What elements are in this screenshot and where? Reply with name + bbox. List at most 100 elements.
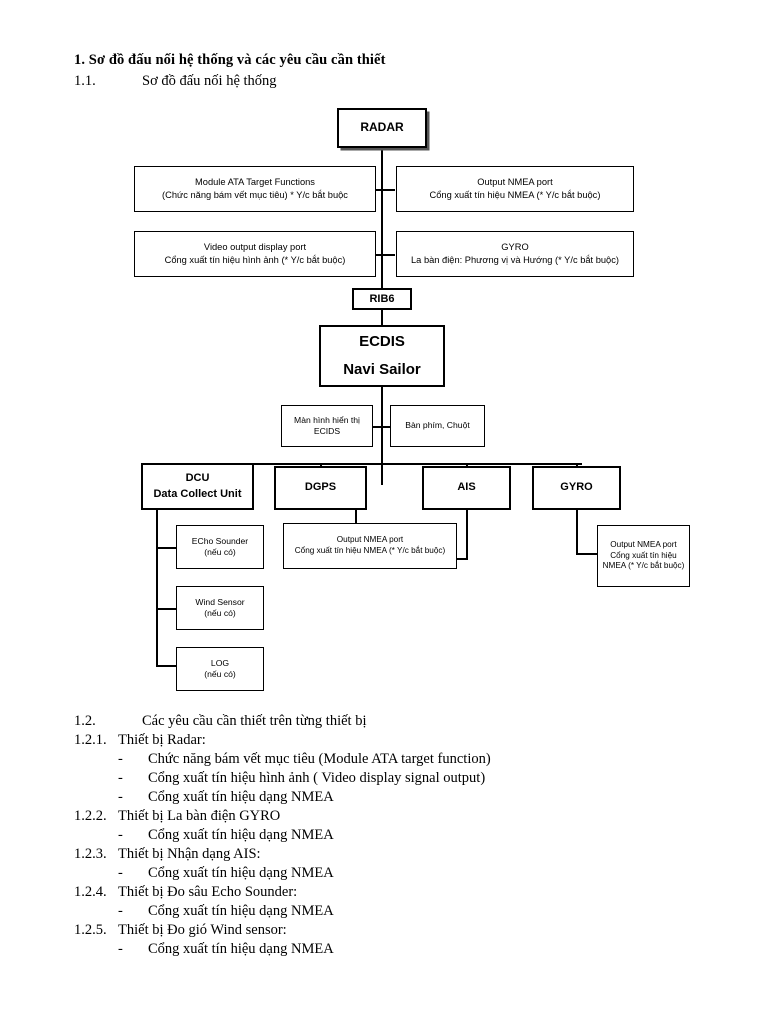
list-item: - Cổng xuất tín hiệu dạng NMEA <box>118 827 334 844</box>
node-video-output-title: Video output display port <box>203 242 307 253</box>
node-dcu-title: DCU <box>185 472 210 485</box>
node-radar-label: RADAR <box>360 120 404 135</box>
node-radar-nmea-port[interactable]: Output NMEA port Cổng xuất tín hiệu NMEA… <box>396 166 634 212</box>
requirement-bullet-3-0: Cổng xuất tín hiệu dạng NMEA <box>148 903 334 919</box>
node-ata-module[interactable]: Module ATA Target Functions (Chức năng b… <box>134 166 376 212</box>
node-gyro-nmea-title: Output NMEA port <box>610 539 677 549</box>
requirement-bullet-0-1: Cổng xuất tín hiệu hình ảnh ( Video disp… <box>148 770 486 786</box>
node-radar[interactable]: RADAR <box>337 108 427 148</box>
node-ecdis-display[interactable]: Màn hình hiển thị ECIDS <box>281 405 373 447</box>
node-ecdis-display-title: Màn hình hiển thị <box>294 414 360 425</box>
subsection-1-2-number: 1.2. <box>74 713 96 729</box>
connector-stub-display <box>373 426 383 428</box>
connector-stub-gyro-top <box>381 254 395 256</box>
requirement-number-2: 1.2.3. <box>74 846 107 862</box>
list-item: -Cổng xuất tín hiệu dạng NMEA <box>118 941 334 958</box>
requirement-bullet-1-0: Cổng xuất tín hiệu dạng NMEA <box>148 827 334 843</box>
node-radar-nmea-title: Output NMEA port <box>477 177 553 188</box>
node-dgps-nmea-subtitle: Cổng xuất tín hiệu NMEA (* Y/c bắt buộc) <box>294 546 446 555</box>
connector-ais-down <box>466 510 468 559</box>
requirement-label-4: Thiết bị Đo gió Wind sensor: <box>118 922 287 938</box>
node-wind-sensor-subtitle: (nếu có) <box>204 608 236 618</box>
node-video-output-subtitle: Cổng xuất tín hiệu hình ảnh (* Y/c bắt b… <box>164 255 346 265</box>
list-item: - Cổng xuất tín hiệu dạng NMEA <box>118 789 334 806</box>
node-gyro-nmea-subtitle: Cổng xuất tín hiệu NMEA (* Y/c bắt buộc) <box>602 550 685 571</box>
node-dgps-nmea-port[interactable]: Output NMEA port Cổng xuất tín hiệu NMEA… <box>283 523 457 569</box>
connector-device-bus <box>160 463 582 465</box>
connector-stub-echo-sounder <box>156 547 178 549</box>
connector-stub-keyboard <box>381 426 394 428</box>
node-gyro-top-subtitle: La bàn điện: Phương vị và Hướng (* Y/c b… <box>411 255 619 265</box>
requirement-number-0: 1.2.1. <box>74 732 107 748</box>
connector-dcu-spine <box>156 486 158 667</box>
list-item: -Cổng xuất tín hiệu dạng NMEA <box>118 865 334 882</box>
subsection-1-1: 1.1. Sơ đồ đấu nối hệ thống <box>74 73 277 90</box>
node-ata-module-title: Module ATA Target Functions <box>195 177 315 188</box>
node-log[interactable]: LOG (nếu có) <box>176 647 264 691</box>
subsection-1-2: 1.2. Các yêu cầu cần thiết trên từng thiế… <box>74 713 366 730</box>
node-ais[interactable]: AIS <box>422 466 511 510</box>
list-item: - Cổng xuất tín hiệu dạng NMEA <box>118 903 334 920</box>
requirement-title-3: 1.2.4. Thiết bị Đo sâu Echo Sounder: <box>74 884 297 901</box>
requirement-label-0: Thiết bị Radar: <box>118 732 206 748</box>
node-echo-sounder-subtitle: (nếu có) <box>204 547 236 557</box>
node-echo-sounder-title: ECho Sounder <box>191 535 249 546</box>
node-ecdis-title: ECDIS <box>359 332 405 350</box>
connector-stub-video <box>371 254 383 256</box>
connector-gyro-down <box>576 510 578 555</box>
node-dgps-label: DGPS <box>304 481 337 494</box>
requirement-number-3: 1.2.4. <box>74 884 107 900</box>
node-keyboard-mouse-label: Bàn phím, Chuột <box>405 420 470 431</box>
node-dcu[interactable]: DCU Data Collect Unit <box>141 463 254 510</box>
connector-ecdis-down <box>381 385 383 485</box>
bullet-marker: - <box>118 941 123 957</box>
bullet-marker: - <box>118 789 123 805</box>
node-radar-nmea-subtitle: Cổng xuất tín hiệu NMEA (* Y/c bắt buộc) <box>429 190 601 200</box>
requirement-label-3: Thiết bị Đo sâu Echo Sounder: <box>118 884 298 900</box>
node-ecdis-display-subtitle: ECIDS <box>313 426 341 436</box>
connector-gyro-elbow <box>576 553 598 555</box>
connector-stub-log <box>156 665 178 667</box>
bullet-marker: - <box>118 770 123 786</box>
requirement-title-4: 1.2.5. Thiết bị Đo gió Wind sensor: <box>74 922 287 939</box>
node-dgps[interactable]: DGPS <box>274 466 367 510</box>
subsection-1-1-number: 1.1. <box>74 73 96 89</box>
node-ais-label: AIS <box>457 481 476 494</box>
node-gyro-top[interactable]: GYRO La bàn điện: Phương vị và Hướng (* … <box>396 231 634 277</box>
connector-ais-elbow <box>456 558 468 560</box>
page-title: 1. Sơ đồ đấu nối hệ thống và các yêu cầu… <box>74 52 386 68</box>
node-wind-sensor-title: Wind Sensor <box>195 596 245 607</box>
requirement-bullet-0-2: Cổng xuất tín hiệu dạng NMEA <box>148 789 334 805</box>
node-dcu-subtitle: Data Collect Unit <box>153 488 242 500</box>
node-gyro-bottom-label: GYRO <box>560 481 593 494</box>
node-ecdis-subtitle: Navi Sailor <box>343 361 421 378</box>
node-gyro-top-title: GYRO <box>501 242 529 253</box>
node-dgps-nmea-title: Output NMEA port <box>336 535 404 545</box>
node-ecdis[interactable]: ECDIS Navi Sailor <box>319 325 445 387</box>
bullet-marker: - <box>118 751 123 767</box>
subsection-1-1-title: Sơ đồ đấu nối hệ thống <box>142 73 277 89</box>
node-log-title: LOG <box>210 657 230 668</box>
requirement-number-1: 1.2.2. <box>74 808 107 824</box>
subsection-1-2-title: Các yêu cầu cần thiết trên từng thiết bị <box>142 713 367 729</box>
node-ata-module-subtitle: (Chức năng bám vết mục tiêu) * Y/c bắt b… <box>162 190 348 200</box>
requirement-bullet-2-0: Cổng xuất tín hiệu dạng NMEA <box>148 865 334 881</box>
bullet-marker: - <box>118 827 123 843</box>
node-log-subtitle: (nếu có) <box>204 669 236 679</box>
node-gyro-nmea-port[interactable]: Output NMEA port Cổng xuất tín hiệu NMEA… <box>597 525 690 587</box>
requirement-label-2: Thiết bị Nhận dạng AIS: <box>118 846 261 862</box>
requirement-number-4: 1.2.5. <box>74 922 107 938</box>
node-echo-sounder[interactable]: ECho Sounder (nếu có) <box>176 525 264 569</box>
system-connection-diagram: RADAR Module ATA Target Functions (Chức … <box>0 100 768 705</box>
list-item: - Cổng xuất tín hiệu hình ảnh ( Video dis… <box>118 770 485 787</box>
node-gyro-bottom[interactable]: GYRO <box>532 466 621 510</box>
node-wind-sensor[interactable]: Wind Sensor (nếu có) <box>176 586 264 630</box>
node-video-output-port[interactable]: Video output display port Cổng xuất tín … <box>134 231 376 277</box>
node-rib6[interactable]: RIB6 <box>352 288 412 310</box>
node-keyboard-mouse[interactable]: Bàn phím, Chuột <box>390 405 485 447</box>
list-item: -Chức năng bám vết mục tiêu (Module ATA … <box>118 751 491 768</box>
requirement-title-1: 1.2.2. Thiết bị La bàn điện GYRO <box>74 808 280 825</box>
connector-stub-radar-nmea <box>381 189 395 191</box>
bullet-marker: - <box>118 903 123 919</box>
requirement-label-1: Thiết bị La bàn điện GYRO <box>118 808 281 824</box>
